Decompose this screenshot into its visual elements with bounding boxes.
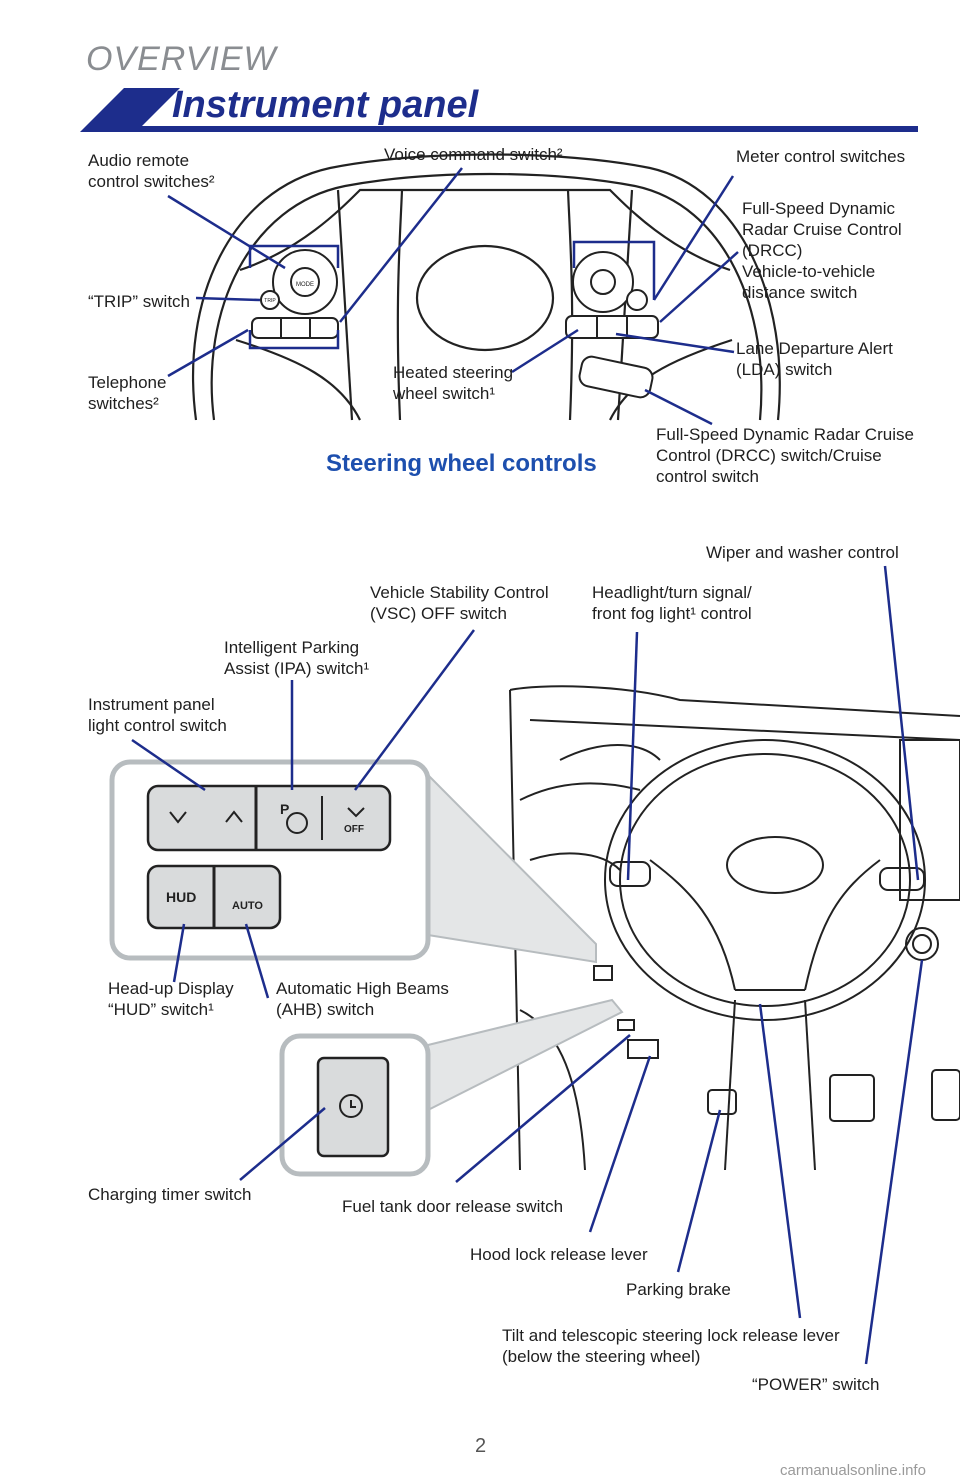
label-ahb-switch: Automatic High Beams (AHB) switch xyxy=(276,979,449,1019)
label-drcc-cruise-switch: Full-Speed Dynamic Radar Cruise Control … xyxy=(656,425,914,486)
label-ipa-switch: Intelligent Parking Assist (IPA) switch¹ xyxy=(224,638,370,678)
ahb-auto-button[interactable]: AUTO xyxy=(232,900,263,912)
label-tilt-telescopic-lever: Tilt and telescopic steering lock releas… xyxy=(502,1326,840,1366)
vsc-off-button[interactable]: OFF xyxy=(344,824,364,835)
label-telephone-switches: Telephone switches² xyxy=(88,373,167,413)
label-hood-lock-release: Hood lock release lever xyxy=(470,1245,648,1264)
ipa-button[interactable]: P xyxy=(280,801,290,817)
label-headlight-control: Headlight/turn signal/ front fog light¹ … xyxy=(592,583,752,623)
label-trip-switch: “TRIP” switch xyxy=(88,292,190,311)
label-voice-command-switch: Voice command switch² xyxy=(384,145,563,164)
label-lda-switch: Lane Departure Alert (LDA) switch xyxy=(736,339,893,379)
page-title: Instrument panel xyxy=(172,84,479,126)
watermark: carmanualsonline.info xyxy=(780,1462,926,1479)
label-meter-control-switches: Meter control switches xyxy=(736,147,906,166)
mode-button-label: MODE xyxy=(296,282,314,288)
section-title: OVERVIEW xyxy=(86,40,277,78)
label-wiper-washer-control: Wiper and washer control xyxy=(706,543,899,562)
label-audio-remote-switches: Audio remote control switches² xyxy=(88,151,215,191)
hud-button[interactable]: HUD xyxy=(166,889,197,905)
page-number: 2 xyxy=(475,1435,487,1457)
label-hud-switch: Head-up Display “HUD” switch¹ xyxy=(108,979,234,1019)
label-parking-brake: Parking brake xyxy=(626,1280,731,1299)
label-drcc-distance-switch: Full-Speed Dynamic Radar Cruise Control … xyxy=(742,199,902,302)
label-heated-steering-switch: Heated steering wheel switch¹ xyxy=(393,363,514,403)
label-panel-light-control: Instrument panel light control switch xyxy=(88,695,227,735)
label-charging-timer-switch: Charging timer switch xyxy=(88,1185,252,1204)
label-power-switch: “POWER” switch xyxy=(752,1375,880,1394)
steering-wheel-illustration: MODE TRIP xyxy=(0,140,960,460)
label-vsc-off-switch: Vehicle Stability Control (VSC) OFF swit… xyxy=(370,583,549,623)
steering-wheel-controls-heading: Steering wheel controls xyxy=(326,450,597,477)
label-fuel-door-release: Fuel tank door release switch xyxy=(342,1197,564,1216)
trip-button-label: TRIP xyxy=(264,298,276,304)
